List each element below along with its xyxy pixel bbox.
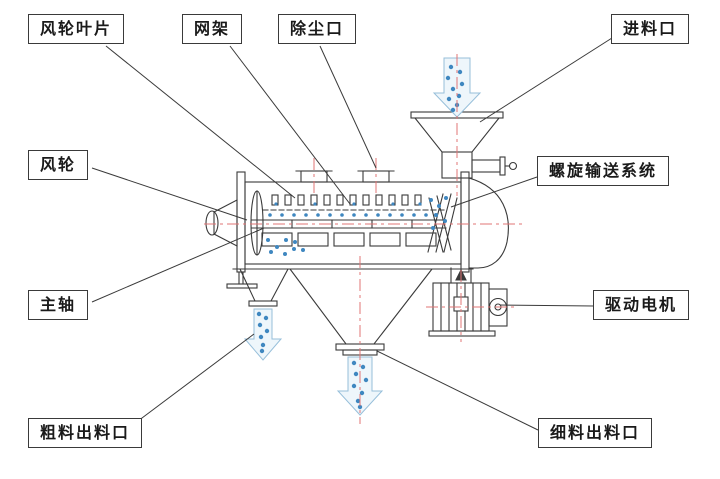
coarse-flow-arrow-icon xyxy=(243,308,283,361)
screw-conveyor-housing xyxy=(450,177,509,284)
label-coarse-material-outlet: 粗料出料口 xyxy=(28,418,143,448)
coarse-chute xyxy=(239,268,289,307)
flow-arrows xyxy=(243,57,482,416)
leader-lines xyxy=(91,37,613,431)
drive-motor-drawing xyxy=(428,282,508,337)
feed-hopper xyxy=(410,111,518,179)
label-main-shaft: 主轴 xyxy=(28,290,89,320)
label-screw-conveyor-system: 螺旋输送系统 xyxy=(537,156,670,186)
label-mesh-frame: 网架 xyxy=(182,14,243,44)
machine-body xyxy=(205,170,474,289)
screw-coil xyxy=(427,193,458,253)
label-dust-removal-port: 除尘口 xyxy=(278,14,357,44)
label-drive-motor: 驱动电机 xyxy=(593,290,690,320)
centerlines xyxy=(204,54,524,424)
label-fine-material-outlet: 细料出料口 xyxy=(538,418,653,448)
label-wind-wheel: 风轮 xyxy=(28,150,89,180)
discharge-cone xyxy=(288,268,434,356)
label-wind-wheel-blade: 风轮叶片 xyxy=(28,14,125,44)
label-feed-inlet: 进料口 xyxy=(611,14,690,44)
particles xyxy=(256,64,465,410)
fine-flow-arrow-icon xyxy=(336,356,384,416)
